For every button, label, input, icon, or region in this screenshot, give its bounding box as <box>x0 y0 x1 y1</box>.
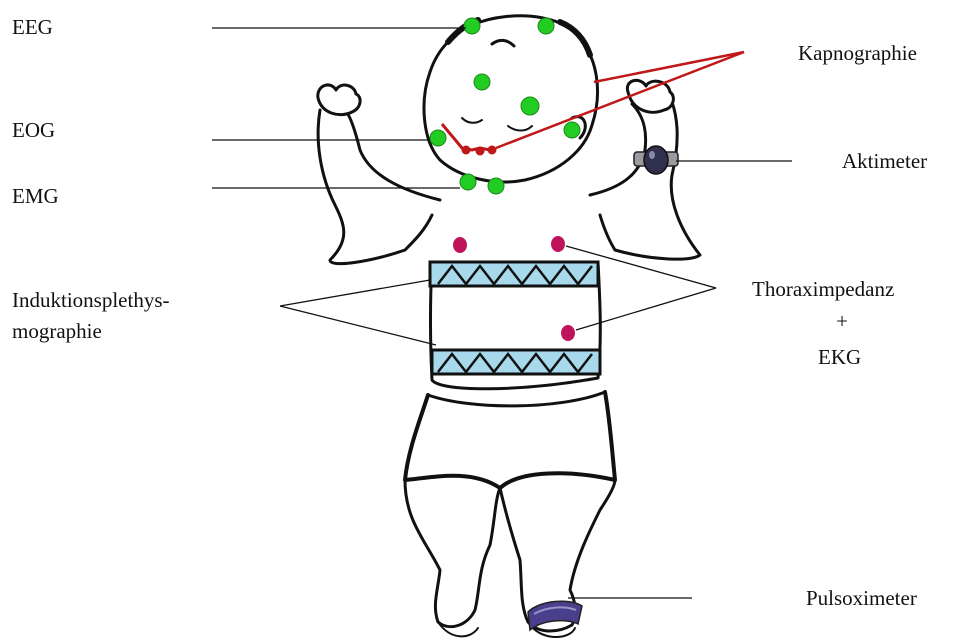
label-eog: EOG <box>12 117 55 143</box>
eeg-electrode <box>464 18 480 34</box>
baby-leg-left <box>405 480 500 627</box>
label-induktion-line2: mographie <box>12 318 102 344</box>
eog-electrode <box>564 122 580 138</box>
label-pulsoximeter: Pulsoximeter <box>806 585 917 611</box>
emg-electrode <box>488 178 504 194</box>
inductance-belt-lower <box>432 350 600 374</box>
ekg-electrode <box>561 325 575 341</box>
label-emg: EMG <box>12 183 59 209</box>
label-aktimeter: Aktimeter <box>842 148 927 174</box>
leader-induktion-lower <box>280 306 436 345</box>
ekg-electrodes <box>453 236 575 341</box>
actimeter-device <box>634 146 678 174</box>
baby-fist-left <box>318 85 360 115</box>
baby-arm-left <box>318 110 440 264</box>
eeg-electrode <box>521 97 539 115</box>
inductance-belt-upper <box>430 262 598 286</box>
eog-electrode <box>430 130 446 146</box>
pulsoximeter-band <box>528 601 582 630</box>
label-thorax-plus: + <box>830 308 854 334</box>
leader-induktion-upper <box>280 280 430 306</box>
label-kapnographie: Kapnographie <box>798 40 917 66</box>
baby-figure <box>318 16 700 637</box>
ekg-electrode <box>453 237 467 253</box>
eeg-electrode <box>474 74 490 90</box>
label-thorax: Thoraximpedanz <box>752 276 894 302</box>
label-induktion-line1: Induktionsplethys- <box>12 287 170 313</box>
emg-electrode <box>460 174 476 190</box>
leader-thorax-lower <box>576 288 716 330</box>
label-eeg: EEG <box>12 14 53 40</box>
eeg-electrode <box>538 18 554 34</box>
label-ekg: EKG <box>818 344 861 370</box>
ekg-electrode <box>551 236 565 252</box>
